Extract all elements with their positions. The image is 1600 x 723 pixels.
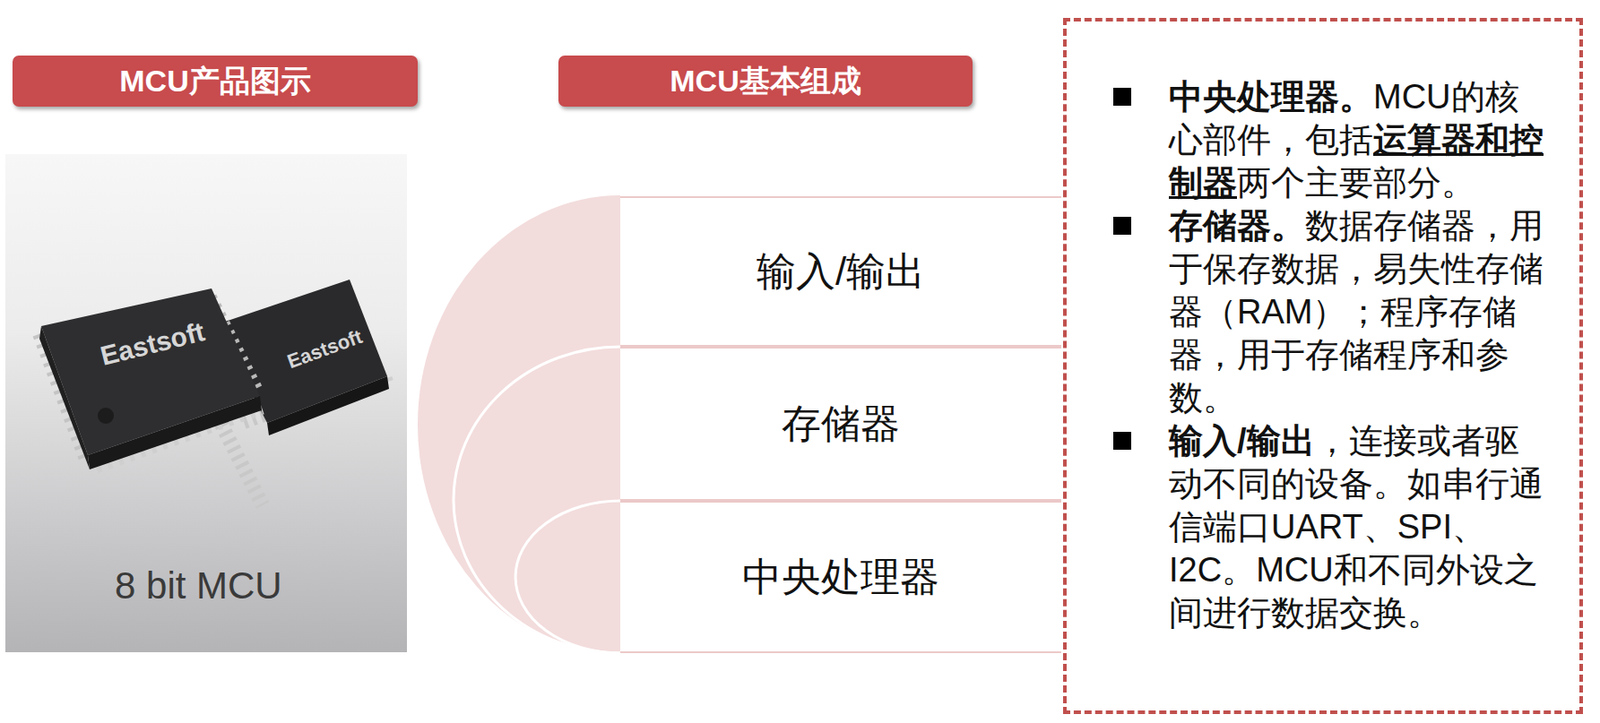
photo-caption: 8 bit MCU — [114, 564, 283, 608]
bullet-square — [1113, 87, 1132, 106]
bullet-heading: 中央处理器。 — [1168, 77, 1374, 116]
arc-shape — [417, 195, 621, 655]
bullet-item: 存储器。数据存储器，用于保存数据，易失性存储器（RAM）；程序存储器，用于存储程… — [1168, 204, 1544, 420]
bullet-item: 中央处理器。MCU的核心部件，包括运算器和控制器两个主要部分。 — [1168, 75, 1544, 205]
bullet-item: 输入/输出，连接或者驱动不同的设备。如串行通信端口UART、SPI、I2C。MC… — [1168, 419, 1544, 635]
component-band: 存储器 — [620, 346, 1062, 502]
component-label: 输入/输出 — [756, 245, 926, 299]
note-box: 中央处理器。MCU的核心部件，包括运算器和控制器两个主要部分。存储器。数据存储器… — [1063, 17, 1583, 715]
component-band: 输入/输出 — [620, 196, 1062, 347]
component-label: 中央处理器 — [742, 551, 940, 605]
header-bar: MCU产品图示 — [12, 55, 418, 107]
header-text: MCU基本组成 — [669, 60, 861, 103]
header-bar: MCU基本组成 — [558, 55, 973, 107]
component-label: 存储器 — [781, 397, 900, 451]
arc-line — [515, 501, 621, 654]
component-band: 中央处理器 — [620, 501, 1062, 654]
header-text: MCU产品图示 — [119, 60, 311, 103]
bullet-heading: 输入/输出 — [1168, 422, 1315, 460]
bullet-heading: 存储器。 — [1168, 207, 1306, 245]
product-photo: 8 bit MCU — [5, 154, 407, 653]
bullet-square — [1113, 432, 1132, 450]
bullet-text: 两个主要部分。 — [1236, 164, 1476, 202]
bullet-square — [1113, 216, 1132, 235]
arc-line — [453, 346, 621, 654]
